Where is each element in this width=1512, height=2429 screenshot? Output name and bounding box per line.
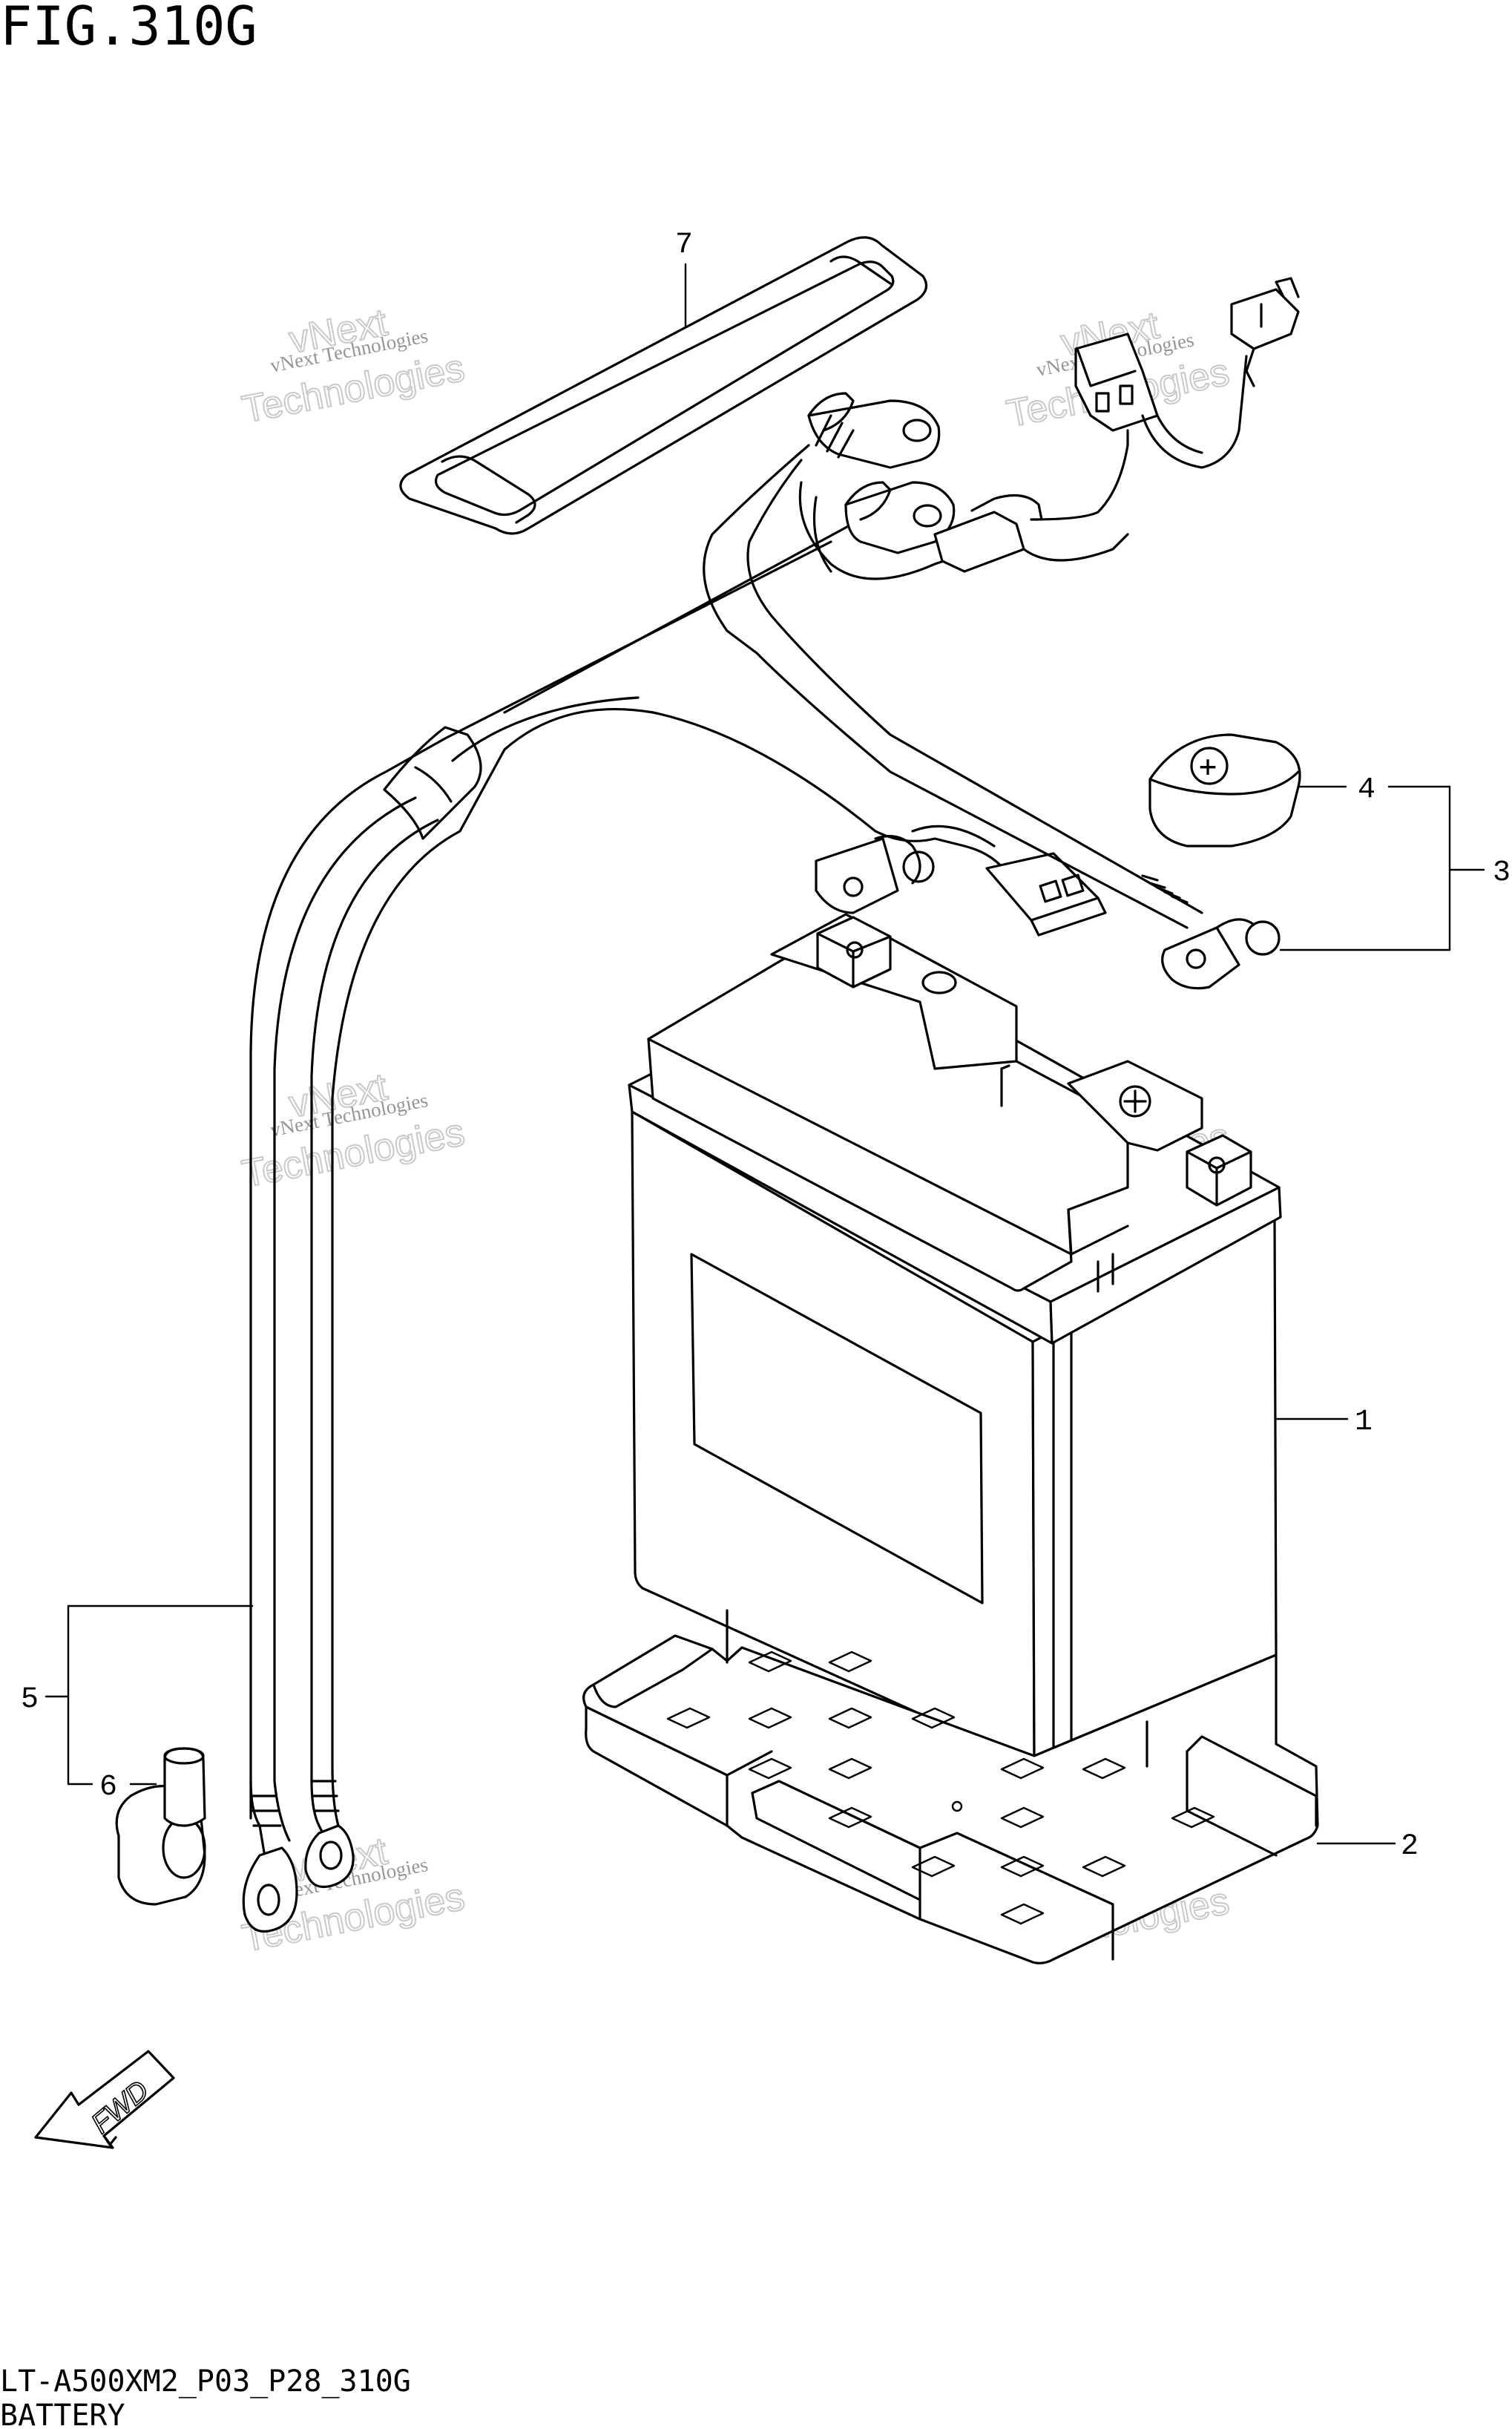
callout-6: 6 xyxy=(99,1771,117,1804)
figure-title: FIG.310G xyxy=(0,0,257,57)
callout-1: 1 xyxy=(1355,1406,1373,1439)
plus-symbol: + xyxy=(1199,750,1217,784)
callout-7: 7 xyxy=(675,229,693,262)
battery xyxy=(628,913,1282,1762)
figure-code: LT-A500XM2_P03_P28_310G xyxy=(0,2364,411,2399)
battery-tray xyxy=(582,1609,1319,1964)
callout-3: 3 xyxy=(1493,856,1511,890)
callout-2: 2 xyxy=(1401,1830,1419,1863)
watermark-mid-left: vNext Technologies vNext Technologies xyxy=(238,1064,469,1196)
terminal-boot xyxy=(115,1747,206,1906)
callout-4: 4 xyxy=(1358,773,1375,807)
terminal-cap: + xyxy=(1148,733,1301,848)
battery-cable-upper xyxy=(703,277,1300,990)
fwd-arrow: FWD xyxy=(34,2050,175,2149)
battery-harness xyxy=(242,518,1107,1933)
callout-leaders xyxy=(45,263,1485,1845)
battery-band xyxy=(399,236,928,535)
figure-name: BATTERY xyxy=(0,2399,125,2429)
callout-5: 5 xyxy=(21,1683,39,1717)
watermark-top-left: vNext Technologies vNext Technologies xyxy=(238,300,469,432)
